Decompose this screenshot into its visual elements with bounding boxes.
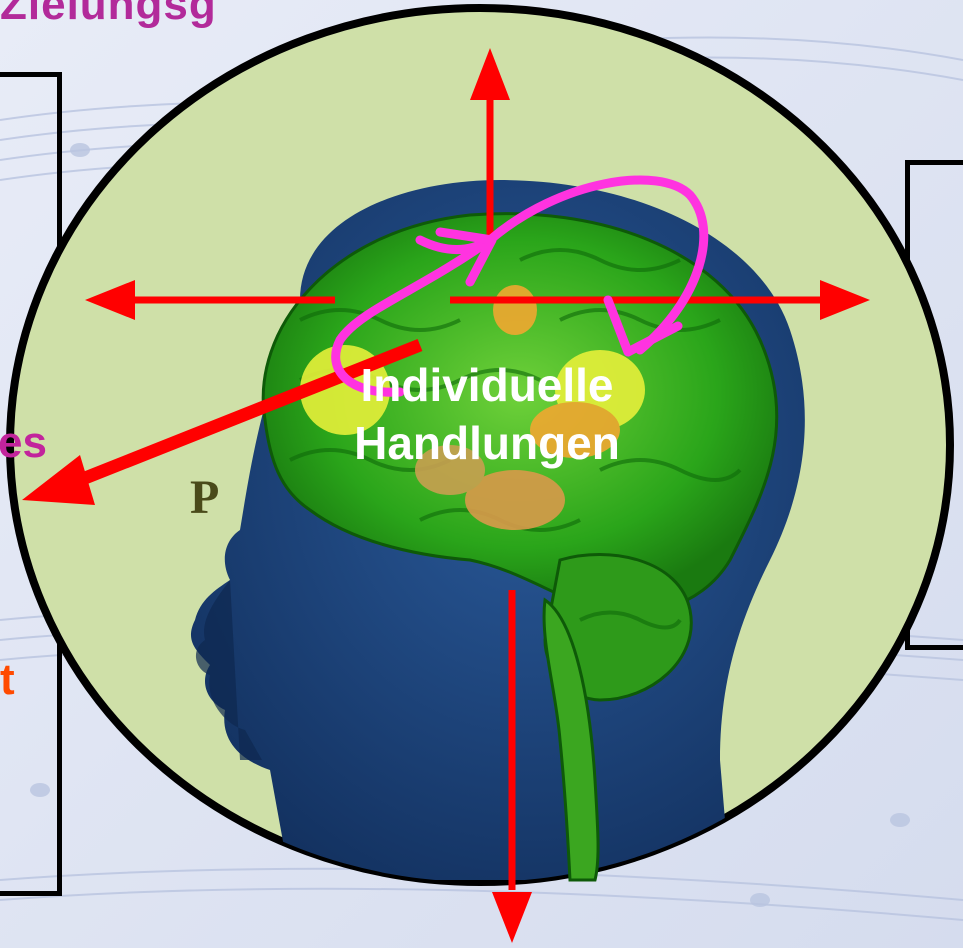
left-text-fragment-lower: t xyxy=(0,655,15,705)
arrow-down-head xyxy=(492,892,532,943)
center-label-line-1: Individuelle xyxy=(262,356,712,414)
serif-text-fragment: P xyxy=(190,470,219,525)
center-label: Individuelle Handlungen xyxy=(262,356,712,472)
left-text-fragment-upper: es xyxy=(0,418,47,468)
center-label-line-2: Handlungen xyxy=(262,414,712,472)
